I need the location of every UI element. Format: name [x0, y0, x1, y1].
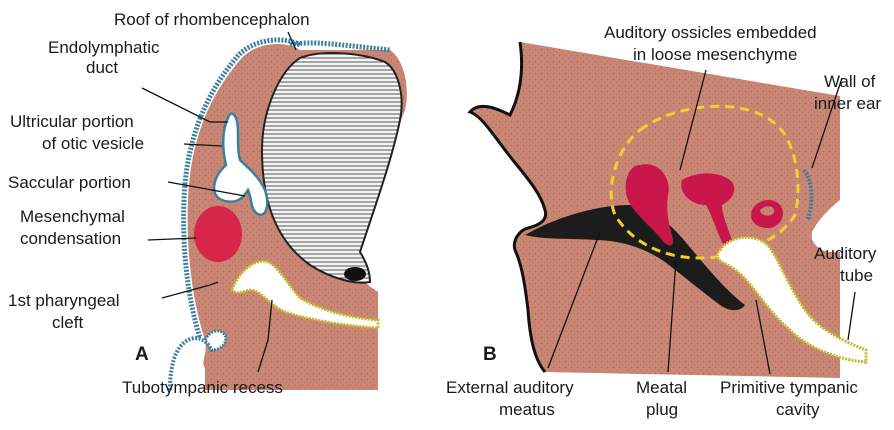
label-wall-line1: Wall of [824, 72, 876, 91]
label-external-meatus-line1: External auditory [446, 378, 574, 397]
panel-a-mesenchymal-condensation [194, 206, 242, 262]
label-roof-rhombencephalon: Roof of rhombencephalon [114, 10, 310, 29]
label-external-meatus-line2: meatus [499, 400, 555, 419]
label-meatal-plug-line1: Meatal [636, 378, 687, 397]
panel-a-drawing [170, 40, 407, 390]
label-auditory-tube-line2: tube [840, 266, 873, 285]
label-cleft-line1: 1st pharyngeal [8, 291, 120, 310]
label-meatal-plug-line2: plug [646, 400, 678, 419]
label-tubotympanic-recess: Tubotympanic recess [122, 378, 283, 397]
label-saccular-portion: Saccular portion [8, 173, 131, 192]
panel-a-roof [290, 43, 390, 50]
label-ossicles-line1: Auditory ossicles embedded [604, 23, 817, 42]
panel-b-drawing [470, 42, 866, 378]
label-tympanic-cavity-line1: Primitive tympanic [720, 378, 858, 397]
label-auditory-tube-line1: Auditory [814, 244, 877, 263]
label-utricular-line2: of otic vesicle [42, 134, 144, 153]
label-endolymphatic-line1: Endolymphatic [48, 38, 160, 57]
panel-letter-b: B [483, 344, 497, 365]
label-mesenchymal-line1: Mesenchymal [20, 207, 125, 226]
label-endolymphatic-line2: duct [86, 58, 118, 77]
label-ossicles-line2: in loose mesenchyme [633, 45, 797, 64]
label-mesenchymal-line2: condensation [20, 229, 121, 248]
panel-letter-a: A [135, 344, 149, 365]
label-utricular-line1: Ultricular portion [10, 112, 134, 131]
panel-a-notochord [344, 267, 366, 281]
label-tympanic-cavity-line2: cavity [776, 400, 820, 419]
label-cleft-line2: cleft [52, 313, 83, 332]
label-wall-line2: inner ear [814, 94, 881, 113]
